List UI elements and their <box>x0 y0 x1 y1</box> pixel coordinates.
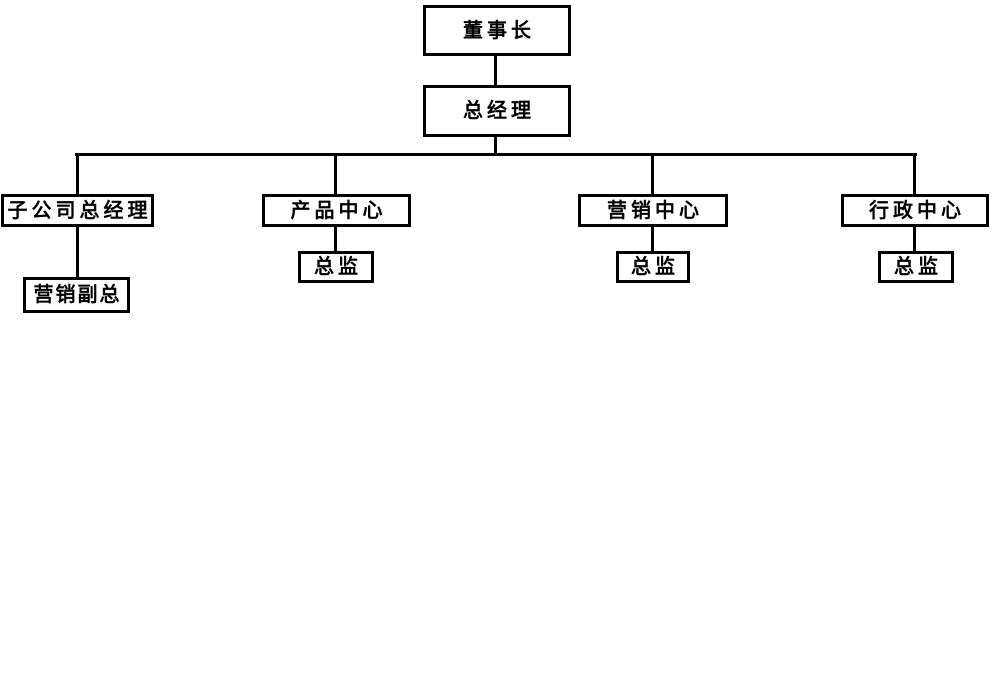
node-admin-center[interactable]: 行政中心 <box>841 194 989 227</box>
connector-marketing-to-director <box>651 225 654 252</box>
connector-gm-to-trunk <box>494 135 497 155</box>
connector-trunk-to-subsidiary <box>76 153 79 196</box>
node-chairman[interactable]: 董事长 <box>423 5 571 56</box>
node-chairman-label: 董事长 <box>463 19 535 42</box>
node-admin-director-label: 总监 <box>894 256 942 278</box>
node-marketing-center-label: 营销中心 <box>607 199 703 222</box>
node-subsidiary-gm[interactable]: 子公司总经理 <box>1 194 154 227</box>
node-marketing-vp[interactable]: 营销副总 <box>23 277 130 313</box>
connector-product-to-director <box>334 225 337 252</box>
node-product-director[interactable]: 总监 <box>298 251 374 283</box>
node-product-center[interactable]: 产品中心 <box>262 194 411 227</box>
node-marketing-director[interactable]: 总监 <box>616 251 690 283</box>
connector-chairman-to-gm <box>494 54 497 87</box>
connector-trunk-to-admin <box>913 153 916 196</box>
connector-trunk-to-product <box>334 153 337 196</box>
node-admin-director[interactable]: 总监 <box>878 251 954 283</box>
node-marketing-center[interactable]: 营销中心 <box>578 194 728 227</box>
node-general-manager-label: 总经理 <box>463 100 535 122</box>
node-general-manager[interactable]: 总经理 <box>423 85 571 137</box>
node-product-center-label: 产品中心 <box>290 199 387 222</box>
node-subsidiary-gm-label: 子公司总经理 <box>7 199 152 222</box>
node-marketing-vp-label: 营销副总 <box>33 284 122 306</box>
connector-trunk-to-marketing <box>651 153 654 196</box>
connector-admin-to-director <box>913 225 916 252</box>
node-marketing-director-label: 总监 <box>631 256 679 278</box>
connector-trunk-horizontal <box>75 153 917 156</box>
connector-subsidiary-to-vp <box>76 225 79 278</box>
node-admin-center-label: 行政中心 <box>869 199 965 222</box>
node-product-director-label: 总监 <box>314 256 362 278</box>
